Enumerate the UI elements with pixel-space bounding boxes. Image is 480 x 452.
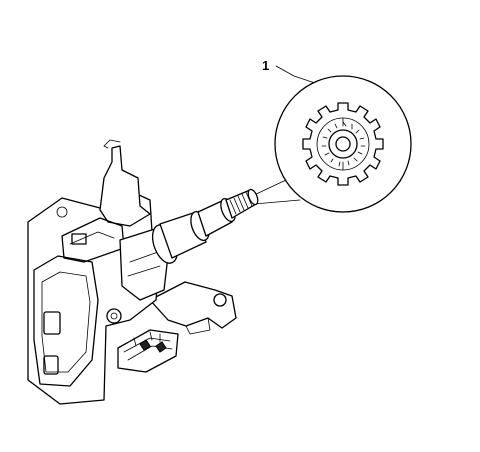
spline-ridges: [229, 191, 253, 215]
wiring-connector: [117, 329, 179, 373]
shaft-end-face: [247, 188, 259, 206]
tilt-bracket: [99, 145, 151, 227]
callout-1-leader: [275, 65, 319, 85]
callout-1-label: 1: [262, 58, 269, 73]
callout-1: 1: [262, 58, 319, 85]
housing-port-lower: [43, 355, 59, 375]
spline-inner-teeth: [321, 121, 366, 167]
housing-port-upper: [43, 311, 61, 335]
detail-view-circle: [251, 75, 412, 213]
shaft-center-bore: [335, 136, 351, 152]
mounting-bracket: [149, 281, 237, 329]
steering-column-assembly-icon: [27, 139, 259, 405]
housing-face: [33, 255, 99, 387]
housing-bolt: [106, 308, 122, 324]
detail-link-upper: [251, 179, 287, 197]
detail-link-lower: [253, 199, 301, 205]
bracket-bolt-hole: [213, 293, 227, 307]
spline-gear-icon: [302, 102, 384, 186]
